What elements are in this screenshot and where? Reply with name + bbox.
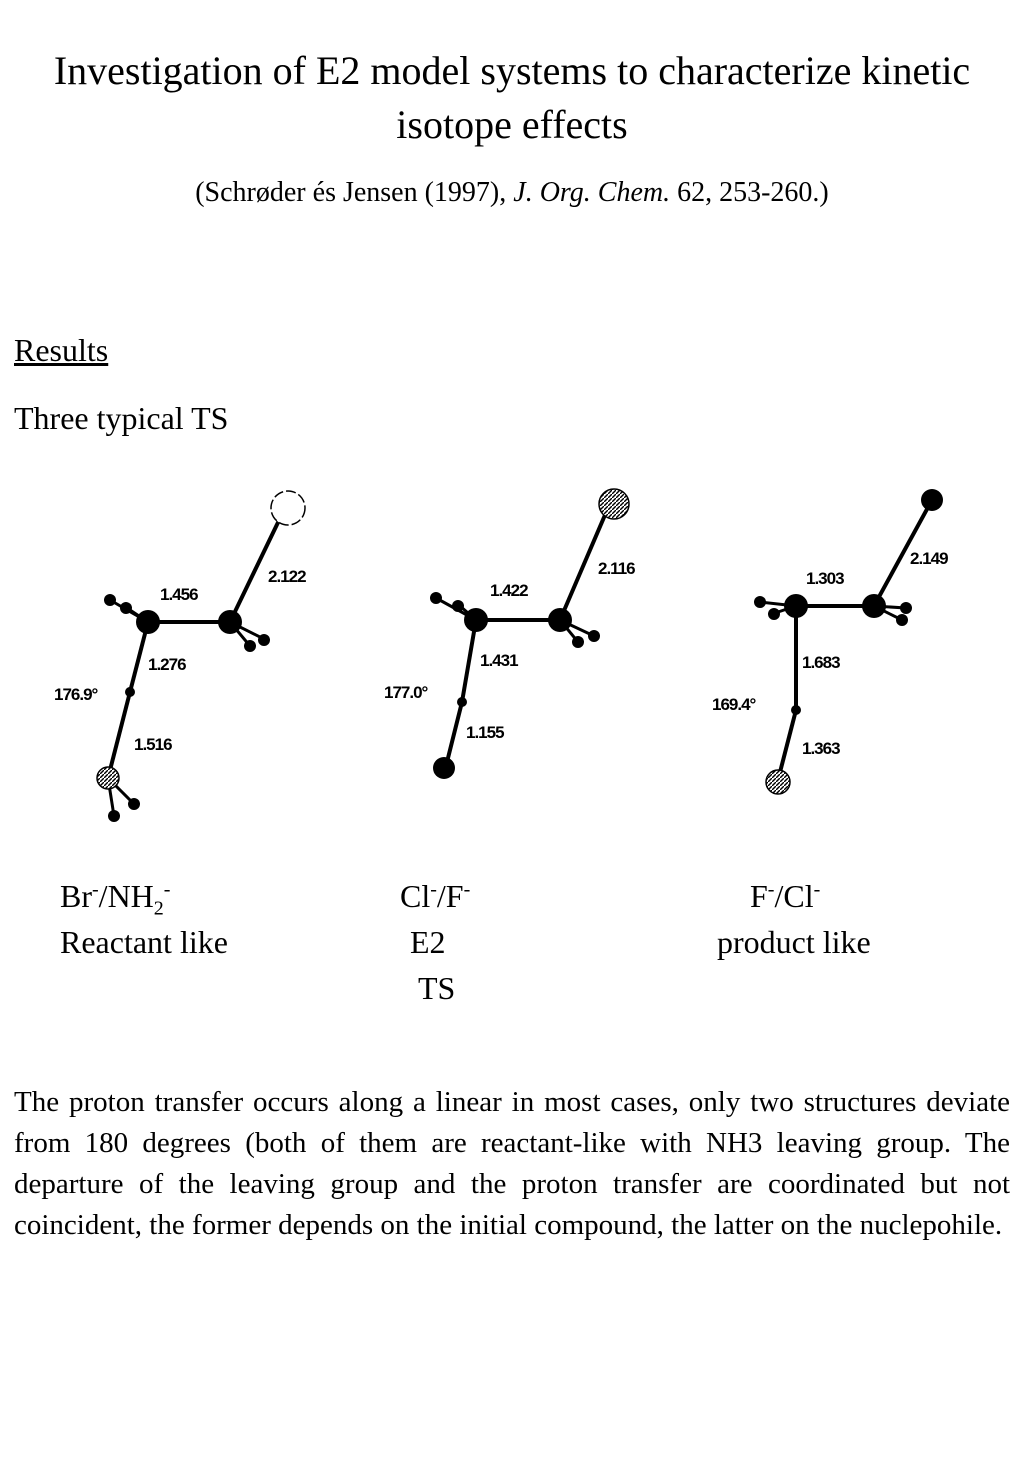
- s2-bond-label-4: 1.155: [466, 723, 504, 742]
- structure-f-cl: 2.149 1.303 1.683 169.4° 1.363: [712, 489, 949, 795]
- s2-bond-label-1: 2.116: [598, 559, 635, 578]
- s2-angle-label: 177.0°: [384, 683, 429, 702]
- s3-bond-label-1: 2.149: [910, 549, 948, 568]
- s1-angle-label: 176.9°: [54, 685, 99, 704]
- ts-structures-figure: 2.122 1.456 1.276 176.9° 1.516 2.116 1.4…: [54, 488, 949, 822]
- s3-angle-label: 169.4°: [712, 695, 757, 714]
- s3-description: product like: [717, 924, 871, 960]
- s3-bond-label-2: 1.303: [806, 569, 844, 588]
- s1-formula: Br-/NH2-: [60, 878, 171, 920]
- s2-formula: Cl-/F-: [400, 878, 471, 914]
- citation-prefix: (Schrøder és Jensen (1997),: [195, 177, 514, 208]
- citation-journal: J. Org. Chem.: [513, 177, 671, 208]
- s3-bond-label-4: 1.363: [802, 739, 840, 758]
- citation: (Schrøder és Jensen (1997), J. Org. Chem…: [0, 175, 1024, 211]
- s1-bond-label-4: 1.516: [134, 735, 172, 754]
- page-title: Investigation of E2 model systems to cha…: [53, 48, 971, 147]
- s3-formula: F-/Cl-: [750, 878, 821, 914]
- s1-bond-label-3: 1.276: [148, 655, 186, 674]
- s1-bond-label-2: 1.456: [160, 585, 198, 604]
- structure-cl-f: 2.116 1.422 1.431 177.0° 1.155: [384, 488, 636, 779]
- s2-bond-label-3: 1.431: [480, 651, 518, 670]
- s1-description: Reactant like: [60, 924, 228, 960]
- s2-description-line1: E2: [410, 924, 446, 960]
- body-paragraph: The proton transfer occurs along a linea…: [14, 1086, 1010, 1241]
- s2-bond-label-2: 1.422: [490, 581, 528, 600]
- structure-br-nh2: 2.122 1.456 1.276 176.9° 1.516: [54, 490, 307, 822]
- citation-suffix: 62, 253-260.): [670, 177, 829, 208]
- s1-bond-label-1: 2.122: [268, 567, 306, 586]
- three-ts-subtitle: Three typical TS: [14, 400, 229, 436]
- results-heading: Results: [14, 332, 109, 368]
- s2-description-line2: TS: [418, 970, 456, 1006]
- s3-bond-label-3: 1.683: [802, 653, 840, 672]
